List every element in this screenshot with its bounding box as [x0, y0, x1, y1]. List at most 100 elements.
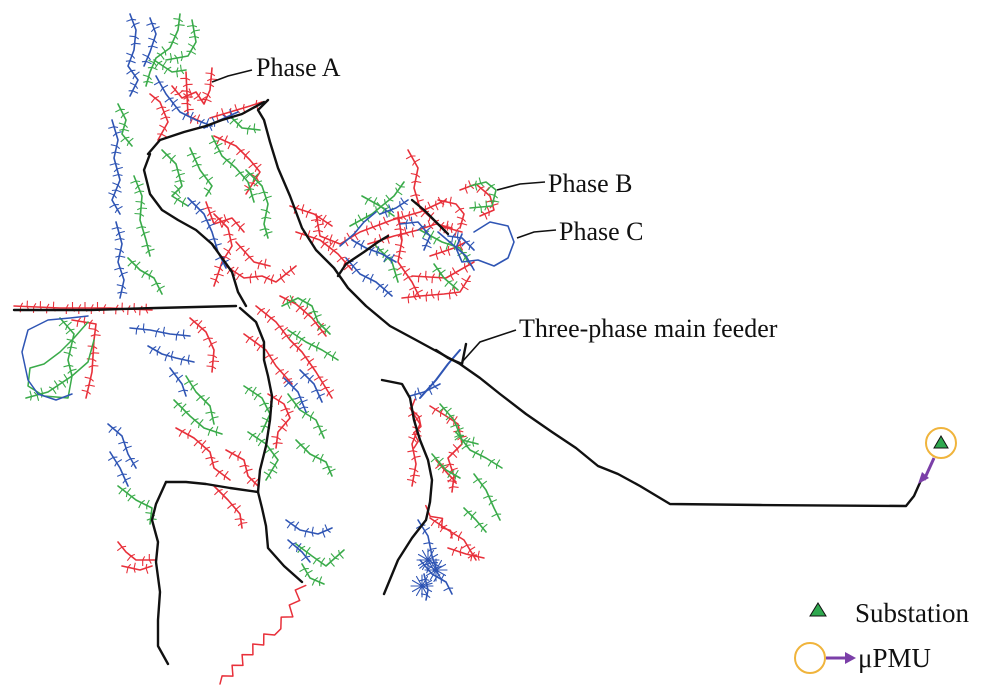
phase-b-lateral-drops: [472, 478, 502, 518]
phase-a-lateral: [225, 265, 297, 283]
phase-c-lateral: [147, 345, 195, 363]
phase-c-lateral: [417, 519, 439, 575]
phase-b-lateral-drops: [296, 442, 336, 475]
legend-substation-label: Substation: [855, 598, 970, 628]
phase-c-lateral: [399, 221, 431, 251]
phase-c-lateral-drops: [384, 197, 408, 218]
phase-c-lateral-drops: [405, 216, 432, 249]
phase-b-lateral-drops: [248, 432, 280, 479]
phase-b-lateral: [211, 135, 255, 203]
phase-c-lateral-drops: [353, 239, 395, 264]
phase-c-lateral: [437, 231, 475, 271]
phase-c-lateral-drops: [108, 126, 123, 214]
phase-b-lateral-drops: [245, 172, 273, 237]
phase-a-laterals: [13, 67, 499, 685]
phase-a-lateral-drops: [435, 240, 464, 260]
phase-a-lateral-drops: [407, 277, 471, 304]
phase-a-lateral: [411, 261, 475, 279]
phase-a-lateral: [171, 67, 213, 105]
phase-c-lateral: [435, 569, 447, 577]
phase-a-lateral-drops: [180, 77, 201, 125]
phase-b-lateral: [161, 149, 189, 207]
phase-b-lateral-drops: [142, 18, 185, 84]
phase-b-lateral-drops: [154, 60, 185, 78]
phase-a-lateral: [121, 565, 153, 571]
phase-b-lateral-drops: [118, 487, 157, 521]
phase-c-lateral: [127, 13, 139, 97]
phase-c-label: Phase C: [559, 217, 644, 246]
phase-b-lateral: [127, 257, 163, 295]
phase-c-lateral-drops: [135, 323, 186, 341]
phase-a-lateral-drops: [226, 265, 296, 285]
phase-a-lateral-drops: [310, 196, 445, 248]
main-feeder-segment: [410, 198, 450, 236]
phase-c-lateral: [129, 327, 191, 337]
phase-b-lateral-drops: [299, 568, 323, 587]
phase-c-lateral: [435, 559, 443, 571]
phase-a-lateral: [397, 211, 421, 299]
phase-c-lateral: [411, 585, 423, 593]
phase-b-lateral-drops: [286, 398, 328, 436]
phase-a-lateral-drops: [392, 217, 423, 297]
phase-c-lateral: [435, 563, 447, 571]
phase-a-lateral-drops: [126, 562, 149, 574]
main-feeder-segment: [142, 152, 248, 308]
phase-b-lateral: [27, 321, 95, 399]
phase-c-lateral: [143, 17, 157, 67]
phase-b-lateral: [189, 147, 213, 197]
legend-pmu-ring-icon: [794, 642, 826, 674]
phase-c-lateral: [419, 349, 461, 399]
main-feeder-segment: [434, 342, 468, 366]
phase-b-lateral-drops: [29, 320, 77, 401]
phase-a-lateral: [175, 427, 231, 481]
phase-b-lateral-drops: [173, 402, 219, 437]
phase-b-lateral-drops: [169, 24, 201, 65]
phase-a-lateral-drops: [214, 488, 248, 527]
phase-a-lateral-drops: [178, 428, 229, 481]
phase-c-lateral: [455, 221, 515, 267]
phase-b-lateral-drops: [127, 260, 165, 293]
phase-b-lateral-drops: [430, 456, 459, 480]
phase-c-lateral: [417, 553, 429, 561]
phase-c-lateral: [427, 559, 439, 567]
main-feeder-leader: [461, 329, 517, 363]
main-feeder-segment: [256, 490, 304, 584]
main-feeder-segment: [256, 98, 924, 508]
phase-b-lateral: [301, 563, 325, 585]
phase-c-lateral-drops: [153, 81, 210, 129]
phase-c-lateral: [351, 239, 397, 263]
phase-a-lateral: [117, 541, 157, 561]
phase-a-lateral-drops: [202, 206, 245, 232]
phase-b-lateral-drops: [162, 152, 187, 207]
phase-c-lateral: [421, 559, 429, 571]
phase-c-lateral: [169, 367, 187, 397]
phase-a-lateral: [213, 485, 243, 529]
pmu-ring-icon: [925, 427, 957, 459]
phase-b-lateral: [287, 393, 325, 439]
phase-c-lateral: [421, 579, 433, 587]
phase-a-lateral-drops: [235, 245, 267, 270]
phase-a-lateral: [289, 205, 333, 227]
phase-c-lateral-drops: [168, 372, 189, 393]
phase-a-lateral-drops: [228, 450, 260, 487]
phase-c-lateral-drops: [288, 542, 311, 562]
phase-c-lateral: [107, 423, 137, 469]
phase-a-lateral-drops: [464, 180, 499, 220]
pmu-arrowhead-icon: [918, 472, 929, 484]
phase-b-leader: [496, 181, 546, 191]
phase-b-lateral-drops: [208, 140, 258, 199]
phase-c-lateral: [425, 569, 437, 577]
phase-c-lateral-drops: [451, 231, 475, 251]
phase-a-lateral-drops: [430, 518, 478, 559]
legend-pmu-arrowhead-icon: [845, 652, 856, 664]
phase-c-lateral-drops: [111, 226, 128, 294]
phase-c-lateral: [435, 569, 443, 581]
legend-substation-icon: [809, 602, 827, 617]
phase-c-lateral-drops: [284, 380, 309, 410]
phase-b-laterals: [25, 13, 503, 587]
main-feeder-segment: [238, 306, 274, 494]
phase-c-lateral: [427, 559, 435, 571]
phase-c-lateral: [345, 257, 393, 297]
